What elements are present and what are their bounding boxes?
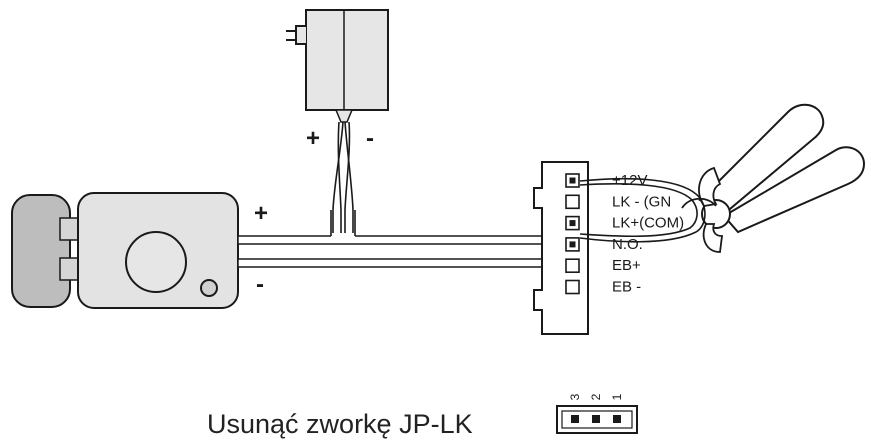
terminal-pin-label: EB - (612, 279, 641, 296)
wire-junction (331, 233, 355, 239)
pliers-cut-arc (681, 197, 717, 209)
adapter-wire-minus-right (344, 121, 351, 236)
terminal-pins: +12V LK - (GN LK+(COM) N.O. EB+ EB - (565, 172, 684, 296)
jp-pin-1 (613, 415, 621, 423)
jp-pin-3 (571, 415, 579, 423)
terminal-pin-2 (565, 194, 580, 210)
terminal-pin-5 (565, 258, 580, 274)
lock-button (200, 279, 218, 297)
pliers-handle-upper (698, 103, 825, 216)
jp-pins (571, 415, 621, 423)
adapter-plug-block (295, 25, 306, 45)
jumper-wire-loop (579, 177, 706, 243)
adapter-plus-label: + (306, 125, 320, 152)
terminal-pin-label: N.O. (612, 236, 643, 253)
pliers-jaw-lower (702, 223, 724, 253)
pliers-jaw-upper (698, 166, 722, 207)
adapter-cable-strain (334, 109, 354, 123)
jumper-wire-outer (579, 177, 706, 243)
lock-plus-label: + (254, 200, 268, 227)
adapter-cable (332, 121, 354, 236)
lock-minus-label: - (256, 271, 264, 298)
lock-bolt-housing (11, 194, 71, 308)
jumper-wire-inner (579, 183, 698, 238)
jp-pin-number: 3 (568, 393, 582, 400)
jp-pin-number: 2 (589, 393, 603, 400)
terminal-pin-4-screw (569, 241, 576, 248)
wire-lock-plus (237, 235, 544, 245)
pliers-pivot (701, 199, 731, 229)
terminal-pin-label: EB+ (612, 257, 641, 274)
pliers (681, 103, 866, 253)
terminal-pin-1-screw (569, 177, 576, 184)
jumper-caption: Usunąć zworkę JP-LK (207, 409, 473, 439)
adapter-wire-plus-right (337, 121, 342, 236)
terminal-pin-label: LK - (GN (612, 193, 671, 210)
terminal-housing (533, 161, 589, 335)
terminal-pin-label: +12V (612, 172, 647, 189)
terminal-pin-3-screw (569, 220, 576, 227)
pliers-handle-lower (722, 146, 866, 234)
wire-lock-minus (237, 258, 544, 268)
jp-pin-2 (592, 415, 600, 423)
power-adapter (286, 9, 389, 123)
lock-wires (237, 210, 544, 268)
terminal-pin-label: LK+(COM) (612, 215, 684, 232)
terminal-pin-6 (565, 279, 580, 295)
adapter-wire-plus-left (332, 121, 344, 236)
adapter-minus-label: - (366, 125, 374, 152)
terminal-block: +12V LK - (GN LK+(COM) N.O. EB+ EB - (533, 161, 684, 335)
electric-lock (11, 192, 239, 309)
lock-cylinder (125, 231, 187, 293)
adapter-body (305, 9, 389, 111)
jp-pin-number: 1 (610, 393, 624, 400)
jp-header-inner (561, 410, 633, 429)
adapter-wire-minus-left (344, 121, 354, 236)
